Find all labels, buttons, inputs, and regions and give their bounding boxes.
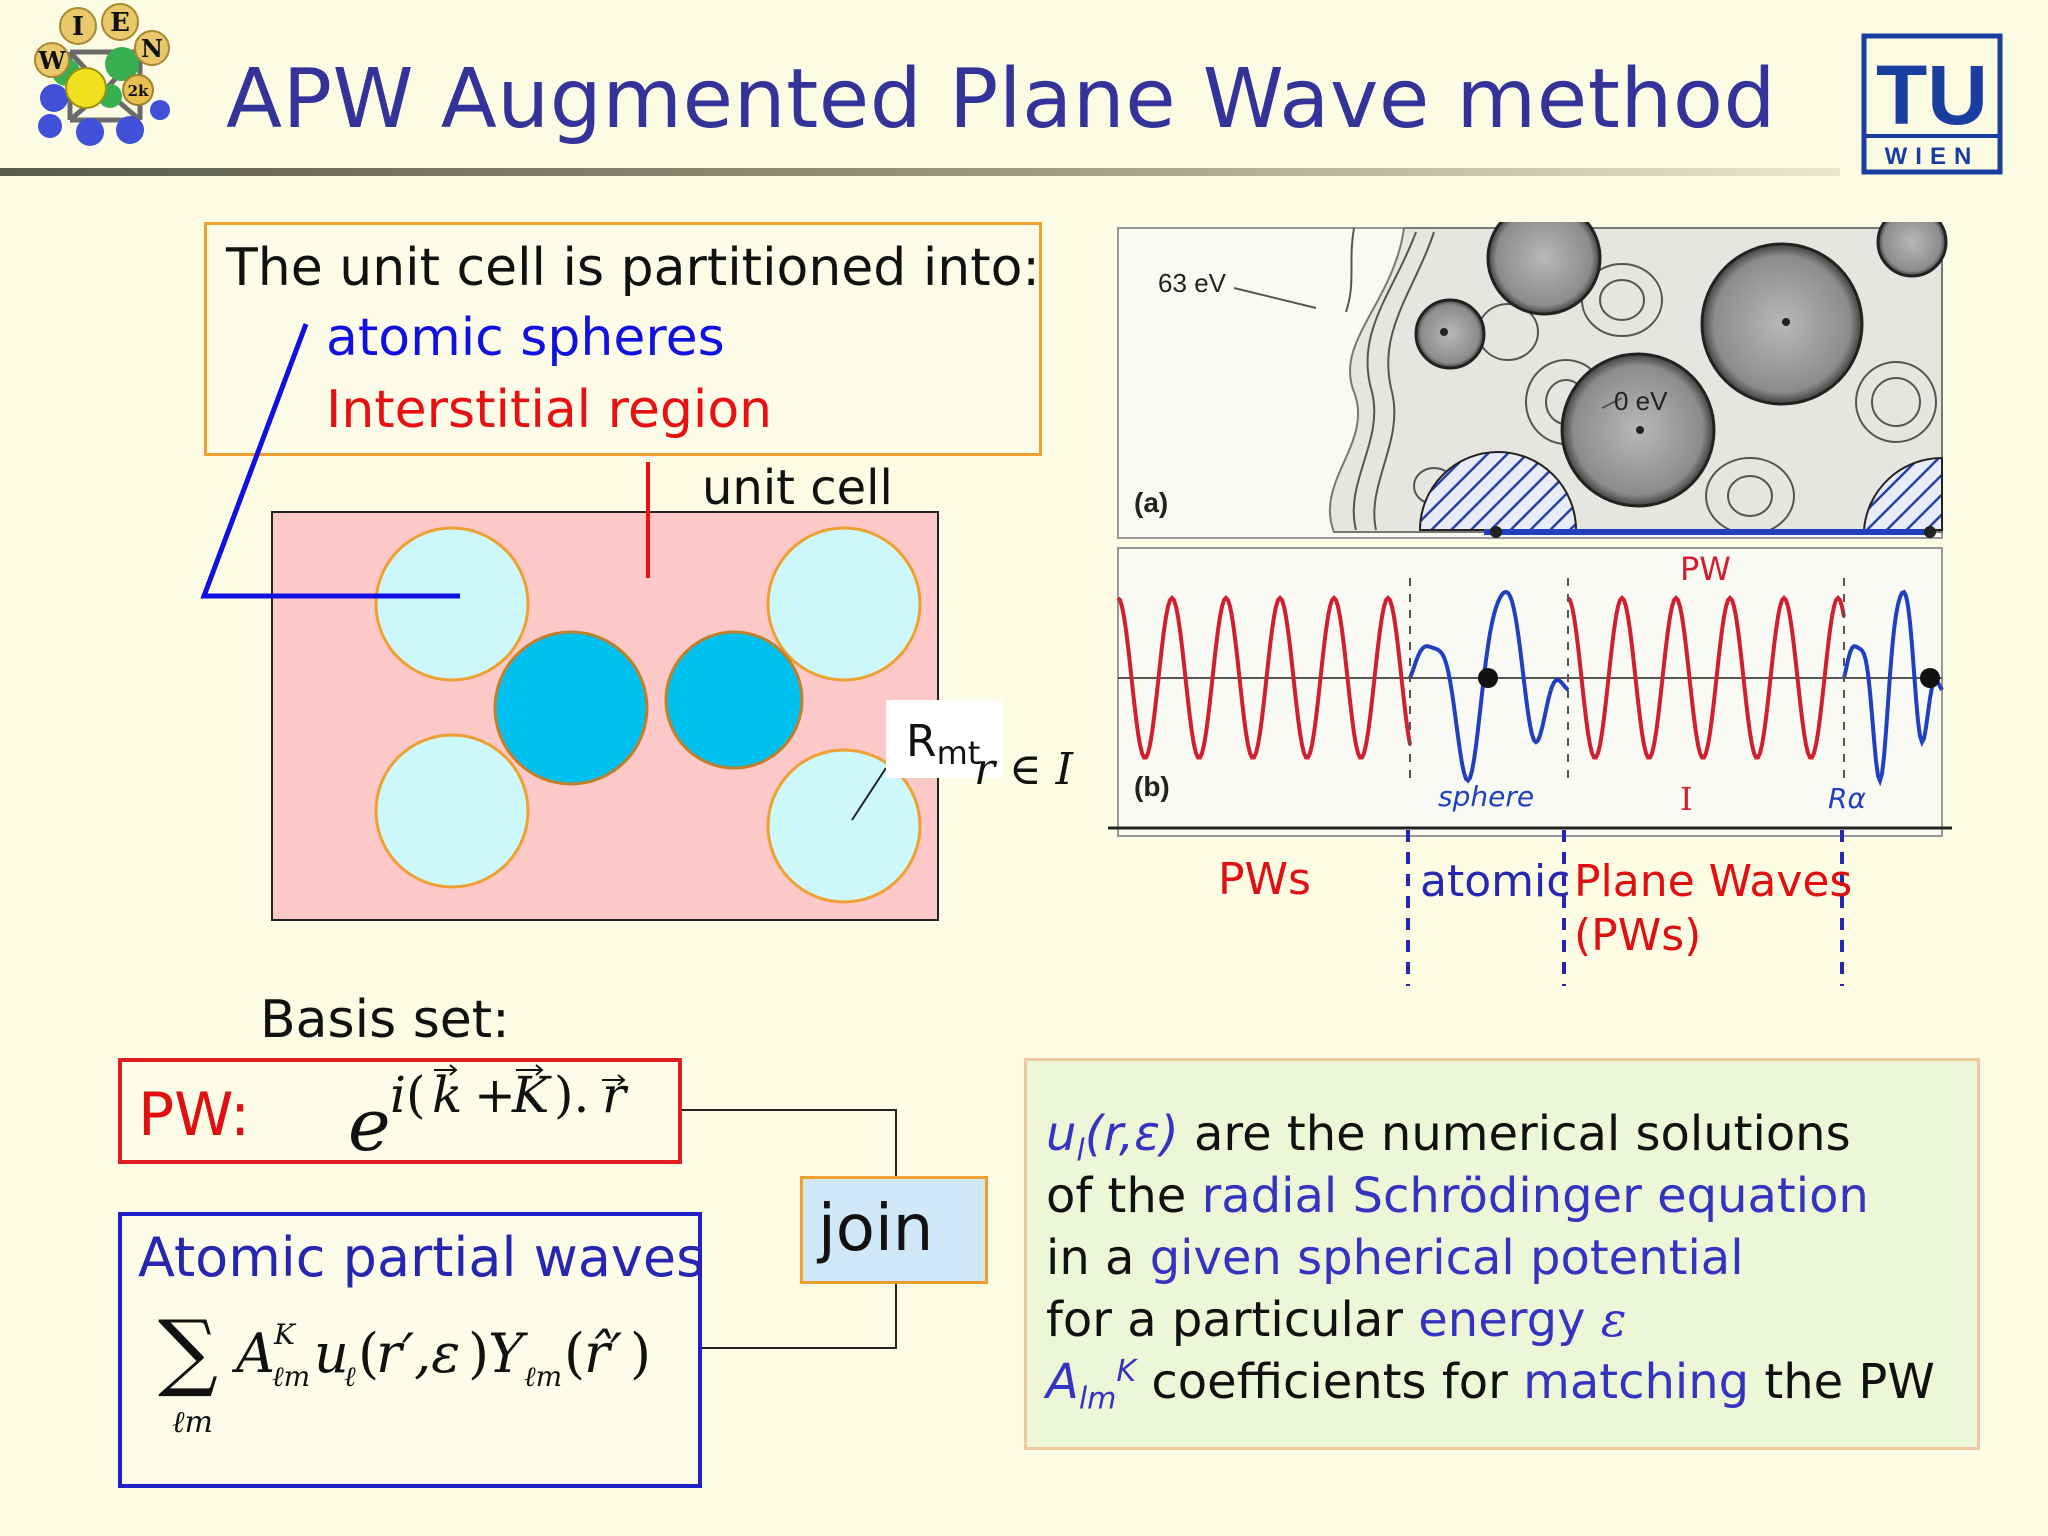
atomic-partial-waves-box <box>118 1212 702 1488</box>
svg-text:k: k <box>432 1066 462 1124</box>
sphere-light-1 <box>374 526 530 682</box>
page-title: APW Augmented Plane Wave method <box>226 52 1777 147</box>
handwritten-sphere: sphere <box>1438 780 1534 813</box>
logo-letter-e: E <box>110 8 130 38</box>
pw-wave-left <box>1116 595 1412 760</box>
pw-basis-box <box>118 1058 682 1164</box>
basis-set-label: Basis set: <box>260 990 510 1050</box>
handwritten-ra: Rα <box>1828 782 1866 815</box>
atomic-partial-waves-label: Atomic partial waves <box>138 1226 705 1289</box>
svg-text:).: ). <box>554 1066 589 1124</box>
svg-text:i: i <box>390 1066 406 1124</box>
sphere-light-3 <box>374 733 530 889</box>
hatched-sphere-right <box>1862 456 1943 531</box>
svg-text:+: + <box>474 1066 516 1124</box>
pws-region-label: PWs <box>1218 854 1311 905</box>
hatched-sphere-left <box>1418 451 1578 531</box>
sphere-dark-1 <box>493 630 649 786</box>
info-line-2: of the radial Schrödinger equation <box>1046 1168 1869 1224</box>
handwritten-interstitial: I <box>1680 780 1693 818</box>
svg-text:K: K <box>511 1066 552 1124</box>
svg-text:r′,ε: r′,ε <box>376 1322 460 1385</box>
svg-text:A: A <box>231 1322 275 1385</box>
large-sphere <box>1700 242 1864 406</box>
info-line-5: AlmK coefficients for matching the PW <box>1046 1354 1935 1417</box>
svg-text:r: r <box>602 1066 629 1124</box>
svg-text:(: ( <box>358 1322 379 1385</box>
potential-figure: 63 eV 0 eV (a) (b) PW sphere I Rα <box>1108 222 1952 837</box>
svg-text:): ) <box>468 1322 489 1385</box>
atomic-spheres-label: atomic spheres <box>326 308 725 368</box>
panel-a-label: (a) <box>1134 487 1168 518</box>
pw-formula: e i ( k + K ). r <box>348 1064 629 1164</box>
title-divider <box>0 168 1840 176</box>
unit-cell-diagram: Rmt r ∈ I <box>200 323 1075 921</box>
tu-logo-text: TU <box>1876 48 1988 142</box>
small-sphere <box>1414 298 1486 370</box>
panel-b: (b) PW sphere I Rα <box>1108 547 1952 837</box>
handwritten-pw: PW <box>1680 550 1731 588</box>
tu-wien-logo: TU WIEN <box>1860 32 2004 176</box>
svg-text:K: K <box>273 1318 297 1351</box>
svg-text:u: u <box>314 1322 349 1385</box>
top-sphere <box>1486 222 1602 316</box>
join-connector <box>682 1109 897 1349</box>
pw-wave-mid <box>1566 595 1846 760</box>
tu-logo-subtext: WIEN <box>1885 143 1980 170</box>
interstitial-region-label: Interstitial region <box>326 380 773 440</box>
svg-text:ℓm: ℓm <box>272 1360 310 1393</box>
energy-0-label: 0 eV <box>1614 386 1668 416</box>
svg-text:r̂′: r̂′ <box>584 1322 622 1385</box>
explanation-box <box>1024 1058 1980 1450</box>
sphere-dark-2 <box>664 630 804 770</box>
wien2k-logo: I E W N 2k <box>30 2 172 152</box>
rmt-label-box <box>886 700 1002 778</box>
svg-text:∑: ∑ <box>158 1302 218 1400</box>
partition-heading: The unit cell is partitioned into: <box>226 238 1040 298</box>
info-line-1: ul(r,ε) are the numerical solutions <box>1046 1106 1851 1169</box>
join-label: join <box>818 1192 934 1266</box>
logo-letter-2k: 2k <box>128 82 149 100</box>
svg-text:ℓ: ℓ <box>344 1360 356 1393</box>
sphere-pointer-line <box>200 323 460 599</box>
logo-letter-i: I <box>72 12 84 42</box>
interstitial-formula: r ∈ I <box>974 744 1075 795</box>
info-line-3: in a given spherical potential <box>1046 1230 1744 1286</box>
logo-letter-n: N <box>141 34 163 63</box>
unit-cell-label: unit cell <box>702 460 893 516</box>
rmt-radius-line <box>851 767 887 821</box>
join-box <box>800 1176 988 1284</box>
svg-text:e: e <box>348 1083 391 1164</box>
pw-basis-label: PW: <box>138 1080 251 1150</box>
logo-letter-w: W <box>38 46 67 75</box>
atomic-region-label: atomic <box>1420 856 1571 907</box>
svg-text:Y: Y <box>488 1322 528 1385</box>
svg-text:ℓm: ℓm <box>172 1405 213 1440</box>
sphere-light-4 <box>766 748 922 904</box>
plane-waves-region-label: Plane Waves <box>1574 856 1853 907</box>
energy-63-label: 63 eV <box>1158 268 1227 298</box>
apw-formula: ∑ ℓm A K ℓm u ℓ ( r′,ε ) Y ℓm ( r̂′ ) <box>158 1302 651 1440</box>
svg-text:): ) <box>630 1322 651 1385</box>
svg-text:ℓm: ℓm <box>524 1360 562 1393</box>
pws-paren-label: (PWs) <box>1574 910 1702 961</box>
panel-b-label: (b) <box>1134 771 1170 802</box>
sphere-wave-1 <box>1408 589 1570 784</box>
partition-box <box>204 222 1042 456</box>
svg-text:(: ( <box>406 1066 426 1124</box>
sphere-wave-2 <box>1842 589 1944 787</box>
rmt-label: Rmt <box>906 716 980 772</box>
panel-a: 63 eV 0 eV (a) <box>1117 222 1948 539</box>
info-line-4: for a particular energy ε <box>1046 1292 1627 1348</box>
svg-text:(: ( <box>564 1322 585 1385</box>
sphere-light-2 <box>766 526 922 682</box>
region-dividers <box>1406 830 1844 986</box>
